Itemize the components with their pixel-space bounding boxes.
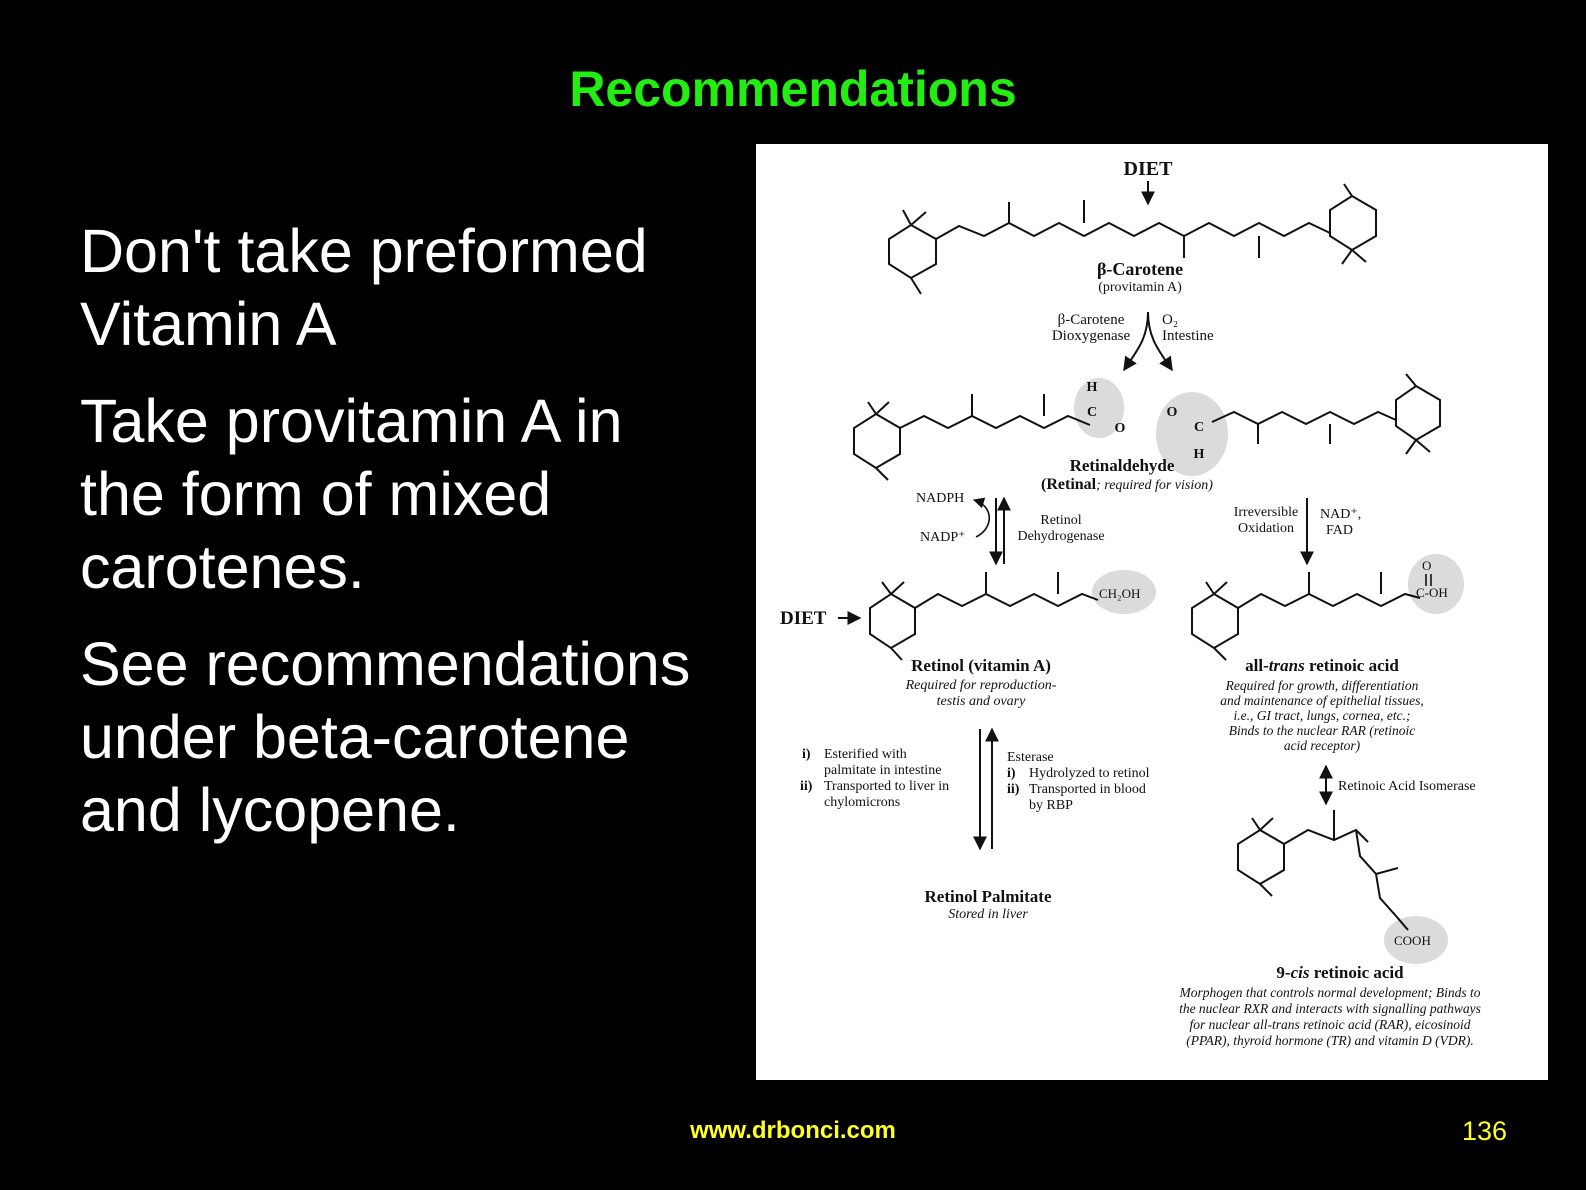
- retinol-title: Retinol (vitamin A): [911, 656, 1051, 675]
- retinol-desc-2: testis and ovary: [937, 694, 1026, 709]
- esterase-label: Esterase: [1007, 750, 1054, 765]
- bullet-provitamin-a: Take provitamin A in the form of mixed c…: [80, 387, 623, 601]
- aldehyde-o-left: O: [1115, 421, 1126, 436]
- carboxyl-highlight-bottom: [1384, 916, 1448, 964]
- 9-cis-desc-3: for nuclear all-trans retinoic acid (RAR…: [1189, 1017, 1470, 1032]
- aldehyde-h-right: H: [1194, 447, 1205, 462]
- hydrolysis-line-1: Hydrolyzed to retinol: [1029, 766, 1150, 781]
- nadp-label: NADP⁺: [920, 530, 966, 545]
- nad-label-1: NAD⁺,: [1320, 507, 1361, 522]
- ester-i-marker: i): [802, 747, 811, 762]
- dioxygenase-label-2: Dioxygenase: [1052, 328, 1131, 344]
- aldehyde-c-left: C: [1087, 405, 1097, 420]
- 9-cis-retinoic-acid-structure: [1237, 810, 1409, 931]
- retinol-dehydrogenase-label-1: Retinol: [1040, 513, 1081, 528]
- bullet-list: Don't take preformed Vitamin A Take prov…: [80, 215, 720, 871]
- hydrolysis-line-2: Transported in blood: [1029, 782, 1146, 797]
- nadph-curve: [972, 497, 991, 538]
- 9-cis-title: 9-cis retinoic acid: [1276, 963, 1404, 982]
- diet-left-label: DIET: [780, 608, 827, 629]
- retinol-palmitate-desc: Stored in liver: [948, 907, 1028, 922]
- 9-cis-desc-2: the nuclear RXR and interacts with signa…: [1179, 1001, 1481, 1016]
- aldehyde-highlight-right: [1156, 392, 1228, 476]
- hydrolysis-ii-marker: ii): [1007, 782, 1020, 797]
- carboxyl-cooh-top: C-OH: [1416, 585, 1448, 600]
- aldehyde-o-right: O: [1167, 405, 1178, 420]
- bullet-preformed-vitamin-a: Don't take preformed Vitamin A: [80, 217, 648, 358]
- cooh-bottom-label: COOH: [1394, 933, 1431, 948]
- all-trans-desc-4: Binds to the nuclear RAR (retinoic: [1229, 723, 1416, 738]
- retinaldehyde-left-structure: [853, 394, 1091, 481]
- all-trans-desc-5: acid receptor): [1284, 738, 1361, 753]
- ester-line-2: palmitate in intestine: [824, 763, 941, 778]
- nad-label-2: FAD: [1326, 523, 1353, 538]
- retinol-dehydrogenase-label-2: Dehydrogenase: [1017, 529, 1104, 544]
- retinol-desc-1: Required for reproduction-: [905, 678, 1057, 693]
- ch2oh-label: CH₂OH: [1099, 586, 1140, 601]
- hydrolysis-line-3: by RBP: [1029, 798, 1073, 813]
- retinol-structure: [869, 572, 1099, 661]
- ch2oh-highlight: [1092, 570, 1156, 614]
- retinaldehyde-label: Retinaldehyde: [1070, 456, 1175, 475]
- ester-line-1: Esterified with: [824, 747, 907, 762]
- footer-url: www.drbonci.com: [690, 1117, 896, 1144]
- 9-cis-desc-4: (PPAR), thyroid hormone (TR) and vitamin…: [1186, 1033, 1474, 1048]
- isomerase-label: Retinoic Acid Isomerase: [1338, 779, 1476, 794]
- beta-carotene-label: β-Carotene: [1097, 259, 1183, 279]
- irreversible-label-2: Oxidation: [1238, 521, 1294, 536]
- dioxygenase-label-1: β-Carotene: [1058, 312, 1125, 328]
- intestine-label: Intestine: [1162, 328, 1214, 344]
- all-trans-desc-1: Required for growth, differentiation: [1225, 678, 1419, 693]
- retinaldehyde-right-structure: [1211, 373, 1441, 455]
- ester-line-3: Transported to liver in: [824, 779, 949, 794]
- irreversible-label-1: Irreversible: [1234, 505, 1299, 520]
- ester-ii-marker: ii): [800, 779, 813, 794]
- all-trans-desc-3: i.e., GI tract, lungs, cornea, etc.;: [1234, 708, 1411, 723]
- provitamin-label: (provitamin A): [1098, 280, 1182, 295]
- all-trans-retinoic-acid-structure: [1191, 572, 1432, 661]
- slide-title: Recommendations: [569, 61, 1017, 117]
- cleavage-arrow-right: [1147, 311, 1173, 372]
- all-trans-desc-2: and maintenance of epithelial tissues,: [1220, 693, 1424, 708]
- aldehyde-c-right: C: [1194, 420, 1204, 435]
- vitamin-a-metabolism-diagram: DIET β-Carotene (provitamin A) β-Caroten…: [756, 144, 1548, 1080]
- carboxyl-o-top: O: [1422, 558, 1431, 573]
- carboxyl-highlight-top: [1408, 554, 1464, 614]
- ester-line-4: chylomicrons: [824, 795, 900, 810]
- bullet-see-recommendations: See recommendations under beta-carotene …: [80, 630, 691, 844]
- aldehyde-h-left: H: [1087, 380, 1098, 395]
- page-number: 136: [1462, 1116, 1508, 1146]
- hydrolysis-i-marker: i): [1007, 766, 1016, 781]
- diet-top-label: DIET: [1124, 158, 1174, 180]
- nadph-label: NADPH: [916, 491, 964, 506]
- beta-carotene-structure: [888, 183, 1377, 295]
- 9-cis-desc-1: Morphogen that controls normal developme…: [1179, 985, 1481, 1000]
- oxygen-label: O₂: [1162, 312, 1178, 328]
- retinal-label: (Retinal; required for vision): [1041, 476, 1213, 493]
- retinol-palmitate-title: Retinol Palmitate: [925, 887, 1052, 906]
- diagram-svg: DIET β-Carotene (provitamin A) β-Caroten…: [780, 158, 1481, 1048]
- all-trans-title: all-trans retinoic acid: [1245, 656, 1399, 675]
